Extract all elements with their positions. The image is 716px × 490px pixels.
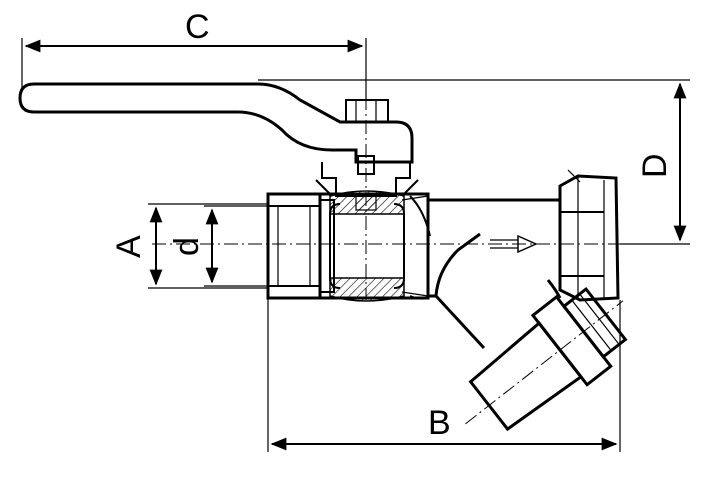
dimension-a: A xyxy=(110,203,268,289)
dimension-b: B xyxy=(267,298,621,452)
label-d-small: d xyxy=(168,237,206,256)
dimension-c: C xyxy=(21,8,367,100)
strainer-pipe xyxy=(428,198,562,299)
lower-seat-hatch xyxy=(329,277,405,302)
label-a: A xyxy=(110,235,148,258)
right-nut xyxy=(558,169,620,302)
left-nut xyxy=(266,192,322,300)
label-d-large: D xyxy=(636,153,674,178)
strainer-cap-nut xyxy=(530,294,613,387)
label-b: B xyxy=(428,404,451,442)
handle-lever xyxy=(18,79,690,164)
left-connection xyxy=(266,192,335,300)
strainer-cap xyxy=(465,286,628,432)
dimension-d-large: D xyxy=(620,82,690,245)
valve-body xyxy=(316,190,431,302)
label-c: C xyxy=(185,8,210,46)
stem-nut-body xyxy=(345,99,389,123)
upper-seat-hatch xyxy=(329,190,405,215)
dimension-d-small: d xyxy=(168,205,278,287)
lever-body xyxy=(18,82,414,164)
